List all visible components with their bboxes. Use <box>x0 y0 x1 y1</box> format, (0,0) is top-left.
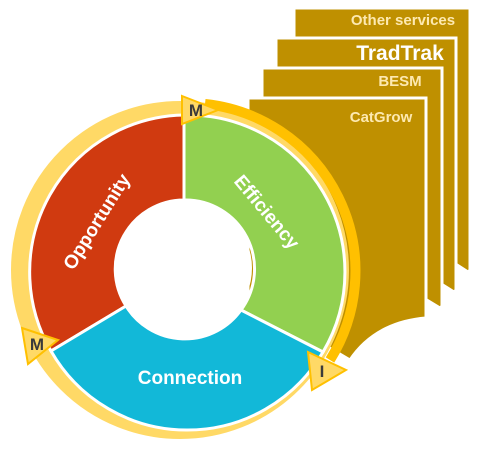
marker-letter-left: M <box>30 335 44 354</box>
marker-right: I <box>306 350 349 392</box>
segment-label-connection: Connection <box>138 368 243 389</box>
service-label-other-services: Other services <box>351 12 455 29</box>
marker-letter-top: M <box>189 101 203 120</box>
service-label-catgrow: CatGrow <box>350 109 413 126</box>
outer-ring-highlight <box>204 99 361 363</box>
segment-opportunity <box>28 113 186 354</box>
segment-connection <box>48 303 326 432</box>
marker-left: M <box>20 326 61 366</box>
cycle-segments <box>28 113 347 432</box>
marker-letter-right: I <box>320 362 325 381</box>
segment-efficiency <box>182 113 347 354</box>
service-label-besm: BESM <box>378 73 421 90</box>
service-label-tradtrak: TradTrak <box>356 42 444 65</box>
center-hole <box>116 200 252 336</box>
marker-top: M <box>181 94 221 126</box>
